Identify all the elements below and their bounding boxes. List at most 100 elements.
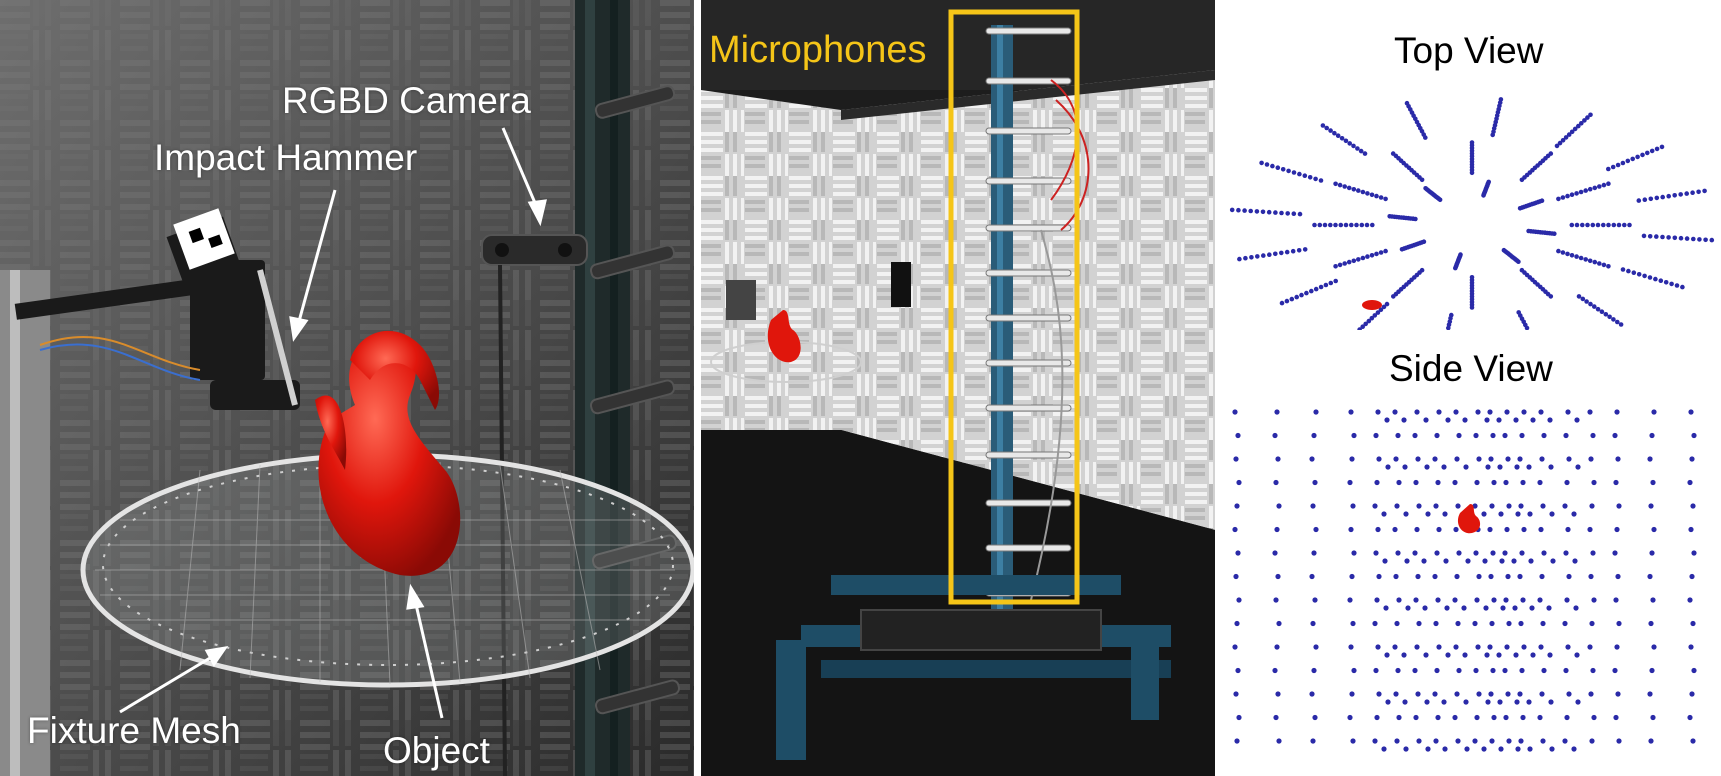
top-view-mic-point: [1279, 250, 1284, 256]
side-view-mic-point: [1687, 597, 1693, 603]
top-view-mic-point: [1548, 151, 1554, 156]
side-view-mic-point: [1273, 479, 1279, 486]
top-view-object: [1362, 300, 1382, 310]
room-photo: [701, 0, 1215, 776]
side-view-mic-point: [1651, 526, 1657, 533]
top-view-mic-point: [1576, 123, 1581, 129]
side-view-mic-point: [1445, 417, 1451, 423]
side-view-mic-point: [1395, 667, 1401, 674]
top-view-mic-point: [1469, 140, 1475, 145]
top-view-mic-point: [1663, 280, 1669, 285]
side-view-mic-point: [1506, 738, 1512, 744]
top-view-mic-point: [1565, 193, 1570, 199]
side-view-mic-point: [1521, 644, 1527, 650]
side-view-mic-point: [1614, 526, 1620, 533]
top-view-mic-point: [1690, 190, 1695, 195]
side-view-mic-point: [1539, 691, 1545, 697]
side-view-mic-point: [1511, 558, 1517, 564]
top-view-mic-point: [1360, 255, 1366, 261]
side-view-mic-point: [1394, 503, 1400, 509]
side-view-mic-point: [1432, 573, 1438, 580]
side-view-mic-point: [1452, 597, 1458, 603]
top-view-mic-point: [1273, 210, 1278, 215]
top-view-mic-point: [1378, 307, 1384, 313]
top-view-mic-point: [1625, 158, 1631, 164]
top-view-mic-point: [1642, 273, 1647, 279]
top-view-mic-point: [1317, 222, 1323, 228]
top-view-mic-point: [1648, 196, 1654, 202]
side-view-mic-point: [1311, 667, 1317, 674]
top-view-mic-point: [1620, 160, 1626, 166]
side-view-mic-point: [1433, 620, 1439, 627]
top-view-mic-point: [1378, 250, 1384, 255]
top-view-mic-point: [1691, 236, 1696, 242]
top-view-mic-point: [1387, 214, 1392, 219]
side-view-mic-point: [1393, 456, 1399, 462]
side-view-mic-point: [1504, 644, 1510, 650]
side-view-mic-point: [1541, 667, 1547, 674]
side-view-mic-point: [1413, 714, 1419, 721]
side-view-mic-point: [1549, 511, 1555, 517]
side-view-mic-point: [1528, 558, 1534, 564]
top-view-mic-point: [1357, 327, 1362, 330]
side-view-mic-point: [1514, 699, 1520, 705]
top-view-mic-point: [1645, 150, 1650, 156]
top-view-mic-point: [1642, 197, 1648, 202]
side-view-mic-point: [1376, 573, 1382, 580]
top-view-mic-point: [1372, 313, 1378, 318]
top-view-mic-point: [1592, 304, 1597, 309]
side-view-mic-point: [1649, 550, 1655, 556]
side-view-mic-point: [1373, 550, 1379, 556]
side-view-mic-point: [1394, 620, 1400, 627]
top-view-mic-point: [1355, 146, 1360, 151]
top-view-mic-point: [1328, 222, 1333, 228]
side-view-mic-point: [1452, 714, 1458, 721]
side-view-mic-point: [1401, 652, 1407, 658]
top-view-mic-point: [1595, 222, 1601, 228]
side-view-mic-point: [1497, 464, 1503, 470]
side-view-mic-point: [1540, 503, 1546, 509]
side-view-mic-point: [1443, 558, 1449, 564]
side-view-mic-point: [1436, 644, 1442, 650]
top-view-mic-point: [1254, 209, 1260, 214]
side-view-mic-point: [1463, 464, 1469, 470]
top-view-mic-point: [1566, 132, 1572, 137]
side-view-mic-point: [1540, 738, 1546, 744]
top-view-mic-point: [1556, 196, 1561, 202]
top-view-mic-point: [1369, 253, 1375, 258]
side-view-mic-point: [1563, 432, 1569, 439]
top-view-mic-point: [1563, 135, 1569, 140]
side-view-mic-point: [1310, 738, 1316, 744]
top-view-mic-point: [1607, 314, 1612, 320]
side-view-mic-point: [1614, 644, 1620, 650]
side-view-mic-point: [1481, 746, 1487, 752]
side-view-mic-point: [1474, 597, 1480, 603]
side-view-mic-point: [1455, 738, 1461, 744]
side-view-mic-point: [1572, 558, 1578, 564]
side-view-mic-point: [1414, 526, 1420, 533]
top-view-mic-point: [1647, 275, 1653, 280]
top-view-mic-point: [1297, 171, 1302, 177]
side-view-mic-point: [1612, 667, 1618, 674]
side-view-mic-point: [1472, 503, 1478, 509]
side-view-mic-point: [1310, 503, 1316, 509]
side-view-mic-point: [1500, 605, 1506, 611]
top-view-mic-point: [1290, 248, 1296, 254]
top-view-mic-point: [1584, 299, 1589, 304]
side-view-mic-point: [1575, 464, 1581, 470]
side-view-mic-point: [1375, 526, 1381, 533]
side-view-mic-point: [1381, 511, 1387, 517]
top-view-mic-point: [1597, 184, 1602, 189]
top-view-mic-point: [1302, 247, 1308, 252]
side-view-mic-point: [1487, 644, 1493, 650]
top-view-mic-point: [1374, 193, 1379, 199]
side-view-mic-point: [1275, 573, 1281, 580]
side-view-mic-point: [1394, 738, 1400, 744]
top-view-mic-point: [1446, 325, 1451, 330]
side-view-mic-point: [1445, 652, 1451, 658]
top-view-mic-point: [1615, 162, 1621, 168]
top-view-mic-point: [1390, 151, 1396, 156]
top-view-mic-point: [1669, 281, 1674, 287]
side-view-mic-point: [1312, 597, 1318, 603]
side-view-mic-point: [1587, 526, 1593, 533]
